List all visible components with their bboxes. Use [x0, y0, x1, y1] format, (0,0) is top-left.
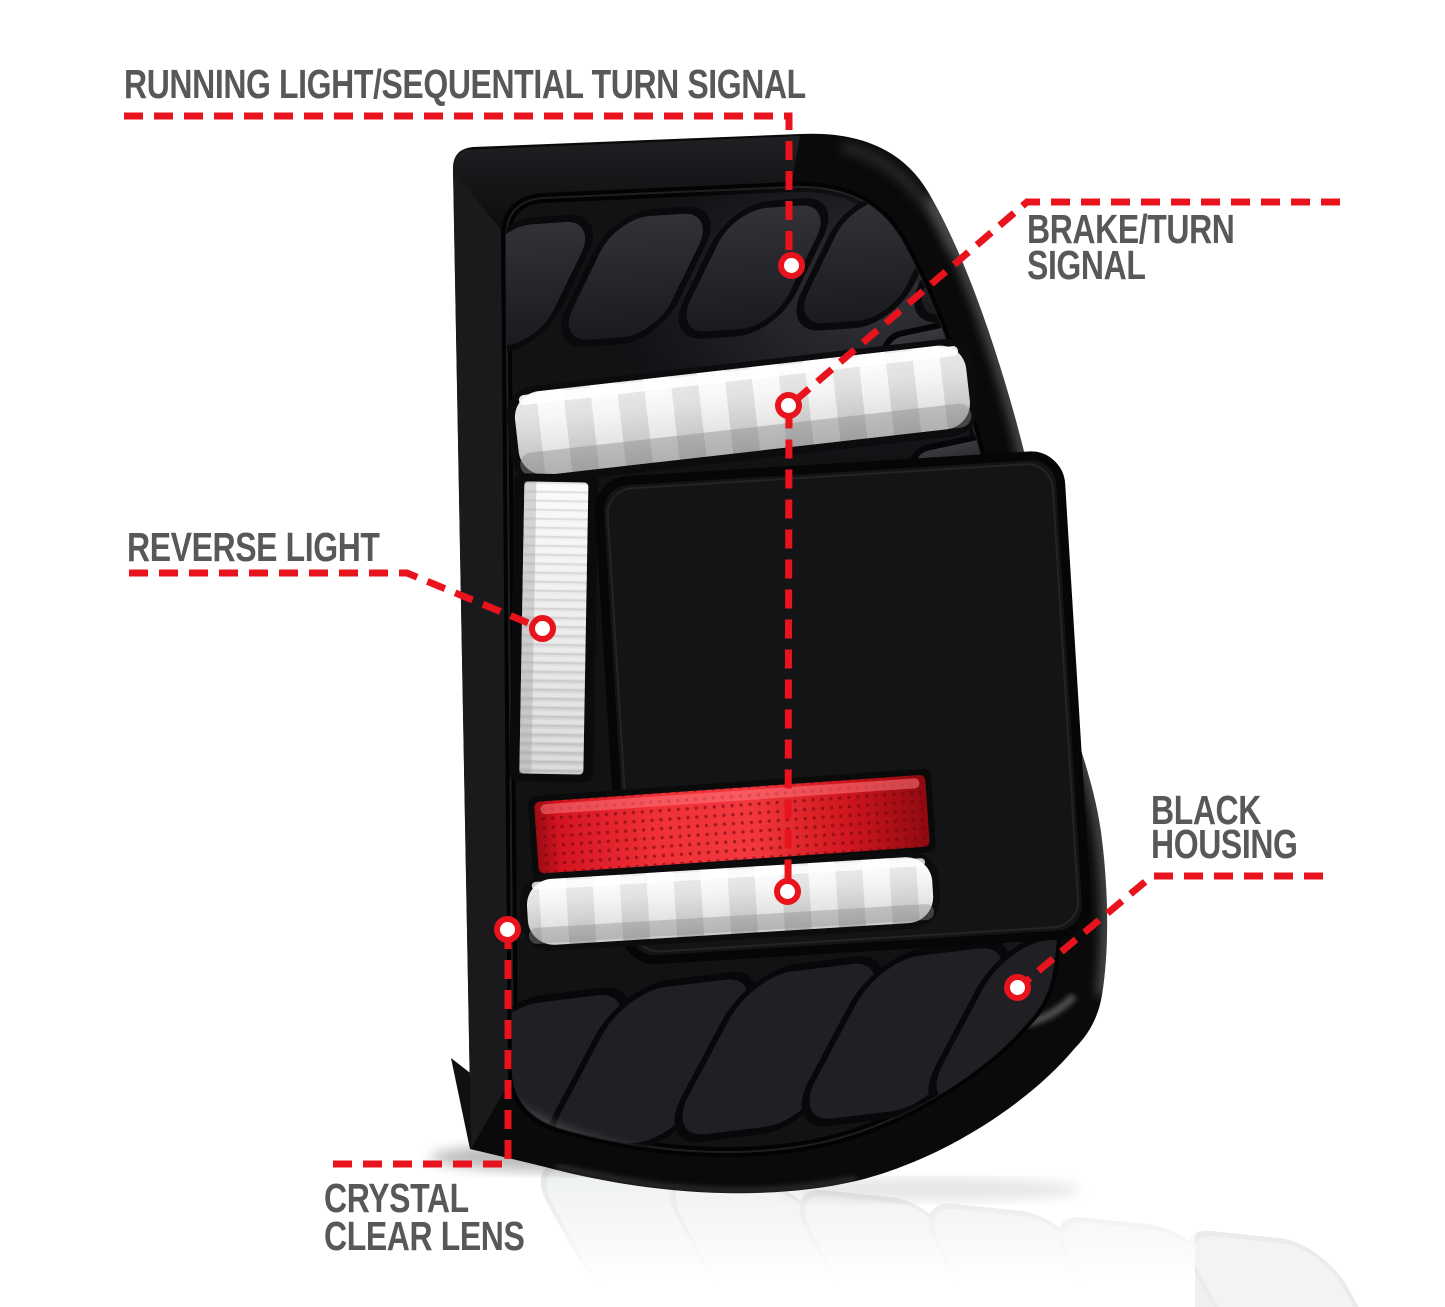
- marker-brake-lower: [774, 878, 801, 905]
- marker-running-light: [778, 252, 805, 279]
- marker-black-housing: [1004, 974, 1031, 1001]
- callout-reverse: REVERSE LIGHT: [127, 524, 380, 570]
- marker-brake-upper: [775, 392, 802, 419]
- marker-reverse: [529, 615, 556, 642]
- callout-crystal-lens: CRYSTAL CLEAR LENS: [324, 1175, 525, 1259]
- callout-running-light: RUNNING LIGHT/SEQUENTIAL TURN SIGNAL: [124, 61, 806, 107]
- callout-black-housing: BLACK HOUSING: [1151, 787, 1298, 867]
- callout-brake-turn: BRAKE/TURN SIGNAL: [1027, 206, 1235, 288]
- marker-crystal-lens: [494, 916, 521, 943]
